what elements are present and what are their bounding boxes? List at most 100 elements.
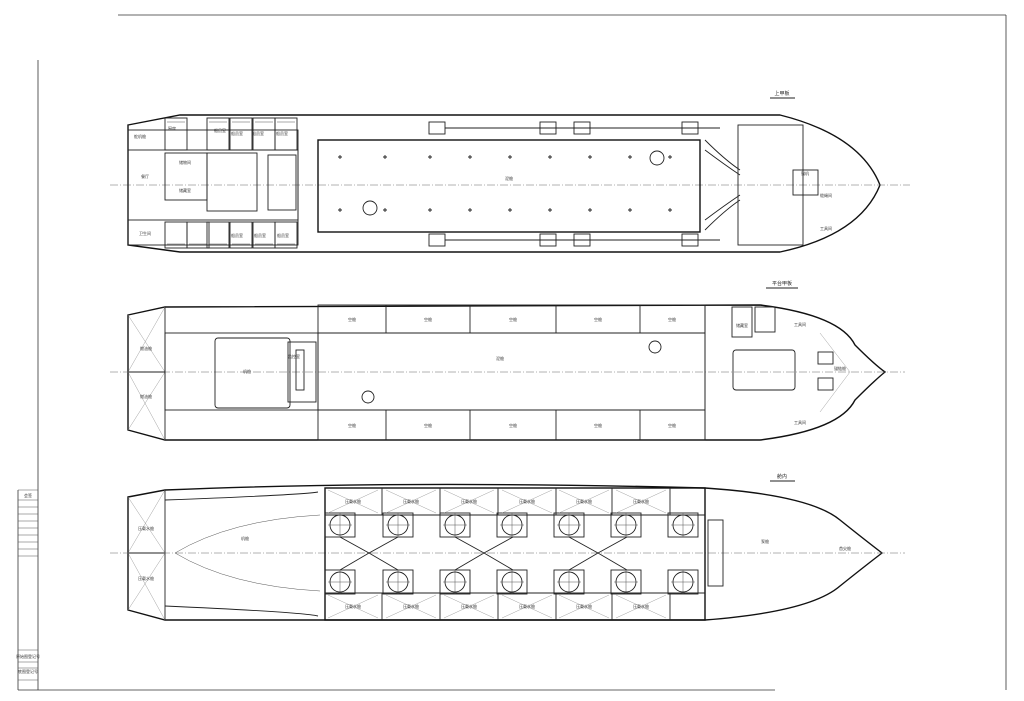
crosshair (500, 513, 524, 537)
crosshair (671, 570, 695, 594)
room-label: 船员室 (254, 232, 266, 238)
room-label: 空舱 (509, 422, 517, 428)
hopper-slope (454, 536, 514, 571)
room-label: 压载水舱 (576, 498, 592, 504)
crosshair (443, 570, 467, 594)
tank-cross (327, 489, 379, 619)
room-label: 压载水舱 (403, 498, 419, 504)
room-label: 压载水舱 (576, 603, 592, 609)
hatch-mark (468, 155, 472, 212)
room-label: 船员室 (231, 130, 243, 136)
room-label: 空舱 (594, 316, 602, 322)
room-label: 餐厅 (141, 173, 149, 179)
room-label: 首尖舱 (839, 545, 851, 551)
hatch-mark (668, 155, 672, 212)
crosshair (328, 570, 352, 594)
hatch-mark (338, 155, 342, 212)
hatch-mark (588, 155, 592, 212)
room-label: 储藏室 (736, 322, 748, 328)
side-label: 原始图登记号 (16, 653, 40, 659)
room-label: 船员室 (252, 130, 264, 136)
room-label: 压载水舱 (519, 603, 535, 609)
room-label: 压载水舱 (461, 603, 477, 609)
deck-title: 上甲板 (774, 90, 789, 97)
cabin (229, 221, 253, 249)
cabin (164, 117, 188, 151)
room-label: 锚链舱 (834, 365, 846, 371)
room-label: 压载水舱 (633, 603, 649, 609)
room-label: 压载水舱 (138, 525, 154, 531)
crosshair (443, 513, 467, 537)
room-label: 船员室 (231, 232, 243, 238)
side-label: 会签 (24, 492, 32, 498)
room-label: 卫生间 (139, 230, 151, 236)
room-label: 工具间 (820, 225, 832, 231)
tank-cross (558, 489, 610, 619)
room-label: 压载水舱 (345, 498, 361, 504)
room-label: 泥舱 (496, 355, 504, 361)
hatch-mark (383, 155, 387, 212)
deck-title: 平台甲板 (772, 280, 792, 287)
crosshair (386, 570, 410, 594)
crosshair (386, 513, 410, 537)
title-strip (18, 489, 38, 681)
hatch-coaming (317, 139, 701, 233)
cabin (274, 221, 298, 249)
room-label: 压载水舱 (633, 498, 649, 504)
room-label: 压载水舱 (345, 603, 361, 609)
tank-cross (615, 489, 667, 619)
dredge-pipe (704, 139, 741, 231)
side-label: 底图登记号 (18, 668, 38, 674)
room-label: 机舱 (241, 535, 249, 541)
cabin (206, 117, 230, 151)
room-label: 船员室 (277, 232, 289, 238)
crosshair (614, 513, 638, 537)
room-label: 空舱 (509, 316, 517, 322)
cabin (186, 221, 210, 249)
deck-title: 舱内 (777, 473, 787, 480)
tank-cross (501, 489, 553, 619)
room-label: 空舱 (668, 422, 676, 428)
hatch-mark (508, 155, 512, 212)
room-label: 厨房 (168, 125, 176, 131)
crosshair (557, 570, 581, 594)
crosshair (557, 513, 581, 537)
crosshair (328, 513, 352, 537)
cabin (206, 221, 230, 249)
room-label: 锚机 (801, 170, 809, 176)
room-label: 工具间 (794, 419, 806, 425)
room-label: 舵机舱 (134, 133, 146, 139)
tank-cross (443, 489, 495, 619)
hatch-mark (628, 155, 632, 212)
room-label: 空舱 (424, 316, 432, 322)
hopper-slope (339, 536, 399, 571)
hull-outline (127, 483, 884, 621)
hold-plan: 舱内 压载水舱压载水舱压载水舱压载水舱压载水舱压载水舱压载水舱压载水舱压载水舱压… (110, 473, 905, 621)
cabin (229, 117, 253, 151)
hopper-slope (568, 536, 628, 571)
room-label: 空舱 (668, 316, 676, 322)
room-label: 船员室 (276, 130, 288, 136)
room-label: 空舱 (348, 316, 356, 322)
room-label: 压载水舱 (461, 498, 477, 504)
crosshair (500, 570, 524, 594)
room-label: 船员室 (214, 127, 226, 133)
room-label: 压载水舱 (138, 575, 154, 581)
winch-icon (428, 233, 446, 247)
room-label: 空舱 (594, 422, 602, 428)
room-label: 泵舱 (761, 538, 769, 544)
winch-icon (428, 121, 446, 135)
room-label: 缆绳间 (820, 192, 832, 198)
cabin (274, 117, 298, 151)
room-label: 压载水舱 (519, 498, 535, 504)
tank-cross (385, 489, 437, 619)
upper-deck-plan: 上甲板 船员室船员室船员室船员室船员室船员室船员室 舵机舱 厨房 餐厅 储物间 … (110, 90, 910, 253)
room-label: 空舱 (348, 422, 356, 428)
hatch-mark (548, 155, 552, 212)
drawing-frame (17, 14, 1007, 691)
room-label: 储藏室 (179, 187, 191, 193)
room-label: 监控室 (288, 353, 300, 359)
room-label: 空舱 (424, 422, 432, 428)
crosshair (671, 513, 695, 537)
